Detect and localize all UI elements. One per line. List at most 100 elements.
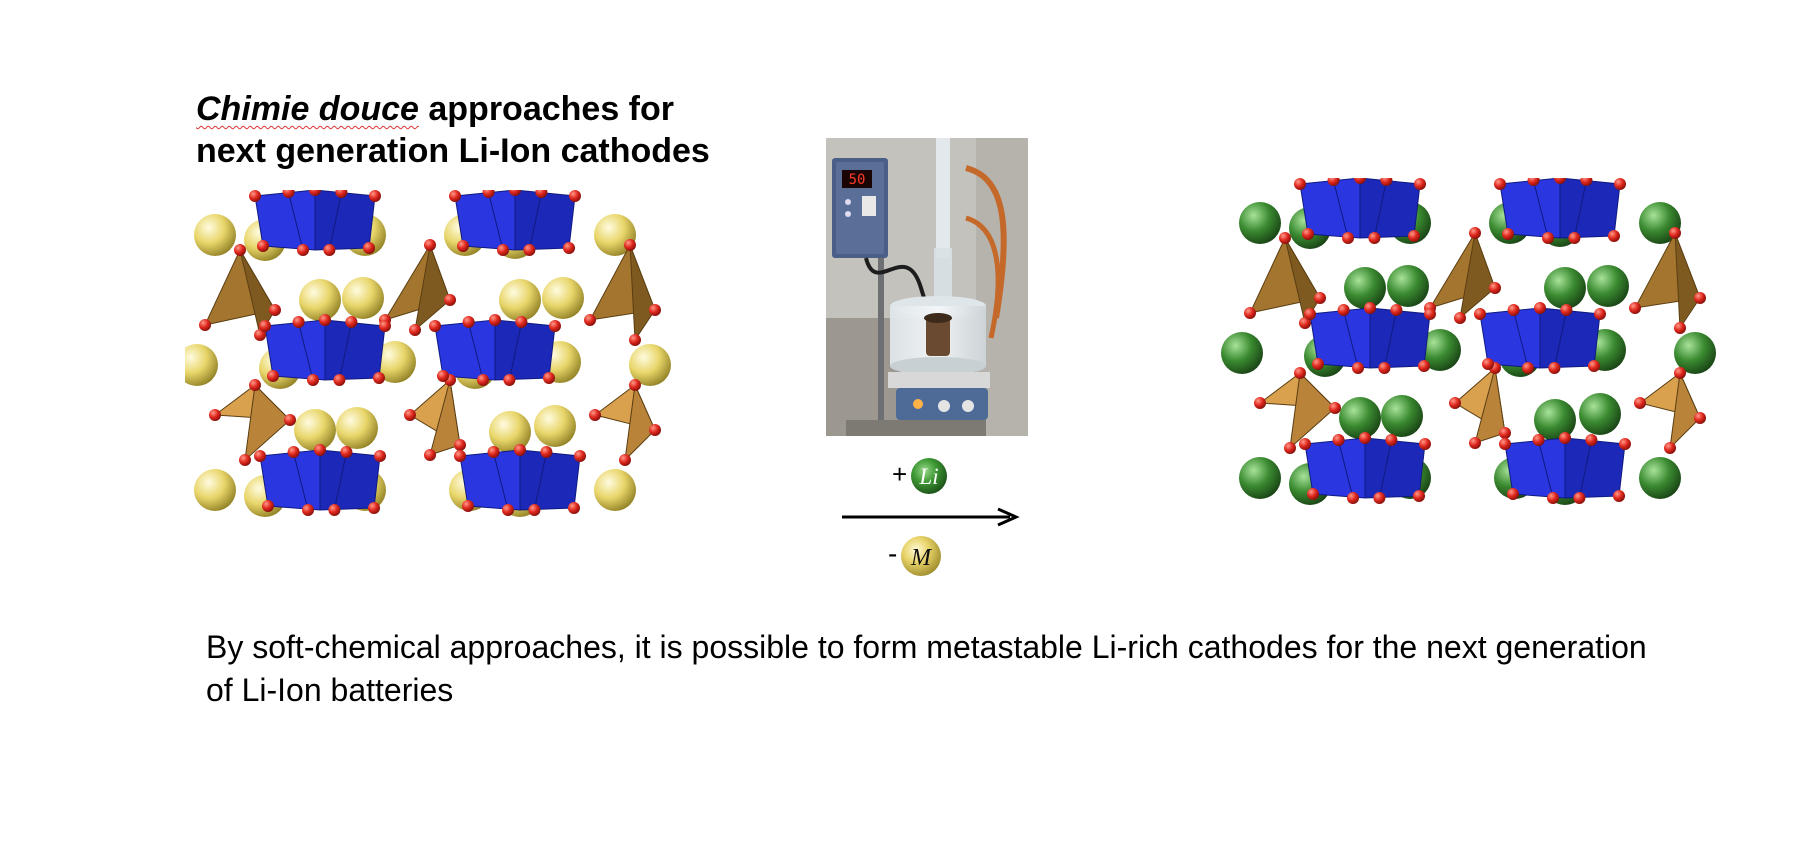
oxygen-atom-icon	[1694, 292, 1706, 304]
oxygen-atom-icon	[1408, 230, 1420, 242]
oxygen-atom-icon	[535, 190, 548, 198]
tetrahedron	[383, 243, 451, 332]
oxygen-atom-icon	[1380, 178, 1393, 186]
oxygen-atom-icon	[1568, 232, 1581, 244]
oxygen-atom-icon	[1674, 322, 1686, 334]
oxygen-atom-icon	[649, 424, 661, 436]
oxygen-atom-icon	[1424, 308, 1436, 320]
oxygen-atom-icon	[254, 450, 266, 462]
oxygen-atom-icon	[199, 319, 211, 331]
lithium-ion-icon	[1239, 457, 1281, 499]
oxygen-atom-icon	[563, 242, 575, 254]
oxygen-atom-icon	[335, 190, 348, 198]
metal-ion-icon	[374, 341, 416, 383]
oxygen-atom-icon	[569, 190, 581, 202]
oxygen-atom-icon	[1499, 438, 1511, 450]
title-line1-rest: approaches for	[418, 90, 675, 128]
metal-ion-icon	[534, 405, 576, 447]
oxygen-atom-icon	[340, 446, 353, 458]
oxygen-atom-icon	[323, 244, 336, 256]
oxygen-atom-icon	[409, 324, 421, 336]
octahedron-chain	[1299, 178, 1421, 239]
title-italic-phrase: Chimie douce	[196, 90, 419, 128]
tetrahedron	[1638, 371, 1701, 450]
oxygen-atom-icon	[254, 329, 266, 341]
oxygen-atom-icon	[363, 242, 375, 254]
oxygen-atom-icon	[314, 444, 326, 456]
oxygen-atom-icon	[1419, 438, 1431, 450]
crystal-structure-left	[185, 190, 671, 517]
lab-setup-photo: 50	[826, 138, 1028, 436]
lithium-ion-icon	[911, 458, 947, 494]
metal-ion-icon	[542, 277, 584, 319]
oxygen-atom-icon	[209, 409, 221, 421]
oxygen-atom-icon	[1418, 360, 1430, 372]
oxygen-atom-icon	[1669, 227, 1681, 239]
metal-ion-icon	[299, 279, 341, 321]
oxygen-atom-icon	[497, 244, 509, 256]
metal-ion-icon	[594, 469, 636, 511]
oxygen-atom-icon	[1307, 488, 1319, 500]
oxygen-atom-icon	[1302, 228, 1314, 240]
oxygen-atom-icon	[333, 374, 346, 386]
oxygen-atom-icon	[249, 190, 261, 202]
tetrahedron	[1258, 371, 1337, 450]
oxygen-atom-icon	[1329, 402, 1341, 414]
oxygen-atom-icon	[1507, 304, 1520, 316]
oxygen-atom-icon	[584, 314, 596, 326]
lithium-ion-icon	[1579, 393, 1621, 435]
oxygen-atom-icon	[543, 372, 555, 384]
oxygen-atom-icon	[1548, 362, 1561, 374]
oxygen-atom-icon	[1284, 442, 1296, 454]
oxygen-atom-icon	[292, 316, 305, 328]
oxygen-atom-icon	[1304, 308, 1316, 320]
oxygen-atom-icon	[257, 240, 269, 252]
oxygen-atom-icon	[374, 450, 386, 462]
oxygen-atom-icon	[1364, 302, 1376, 314]
oxygen-atom-icon	[1385, 434, 1398, 446]
oxygen-atom-icon	[249, 379, 261, 391]
oxygen-atom-icon	[454, 450, 466, 462]
oxygen-atom-icon	[259, 320, 271, 332]
oxygen-atom-icon	[267, 370, 279, 382]
oxygen-atom-icon	[1634, 397, 1646, 409]
octahedron-chain	[459, 449, 581, 511]
oxygen-atom-icon	[1482, 358, 1494, 370]
oxygen-atom-icon	[1542, 232, 1554, 244]
oxygen-atom-icon	[574, 450, 586, 462]
oxygen-atom-icon	[1489, 282, 1501, 294]
oxygen-atom-icon	[1354, 178, 1366, 184]
tetrahedron	[1428, 231, 1496, 320]
oxygen-atom-icon	[1414, 178, 1426, 190]
oxygen-atom-icon	[1499, 427, 1511, 439]
oxygen-atom-icon	[1299, 438, 1311, 450]
oxygen-atom-icon	[477, 374, 489, 386]
oxygen-atom-icon	[1314, 292, 1326, 304]
oxygen-atom-icon	[1608, 230, 1620, 242]
oxygen-atom-icon	[302, 504, 314, 516]
metal-ion-icon	[629, 344, 671, 386]
display-reading: 50	[849, 172, 866, 188]
oxygen-atom-icon	[1580, 178, 1593, 186]
metal-ion-icon	[194, 214, 236, 256]
oxygen-atom-icon	[1294, 367, 1306, 379]
oxygen-atom-icon	[1532, 434, 1545, 446]
oxygen-atom-icon	[1469, 437, 1481, 449]
oxygen-atom-icon	[1594, 308, 1606, 320]
oxygen-atom-icon	[528, 504, 541, 516]
oxygen-atom-icon	[1494, 178, 1506, 190]
minus-sign: -	[888, 538, 897, 569]
lithium-ion-icon	[1221, 332, 1263, 374]
oxygen-atom-icon	[1327, 178, 1340, 186]
metal-ion-icon	[194, 469, 236, 511]
lithium-ion-icon	[1587, 265, 1629, 307]
oxygen-atom-icon	[1527, 178, 1540, 186]
tetrahedron	[409, 379, 461, 456]
oxygen-atom-icon	[1312, 358, 1324, 370]
oxygen-atom-icon	[1390, 304, 1403, 316]
lithium-ion-icon	[1339, 397, 1381, 439]
tetrahedron	[1634, 231, 1701, 330]
lithium-label: Li	[918, 464, 938, 489]
oxygen-atom-icon	[1279, 232, 1291, 244]
